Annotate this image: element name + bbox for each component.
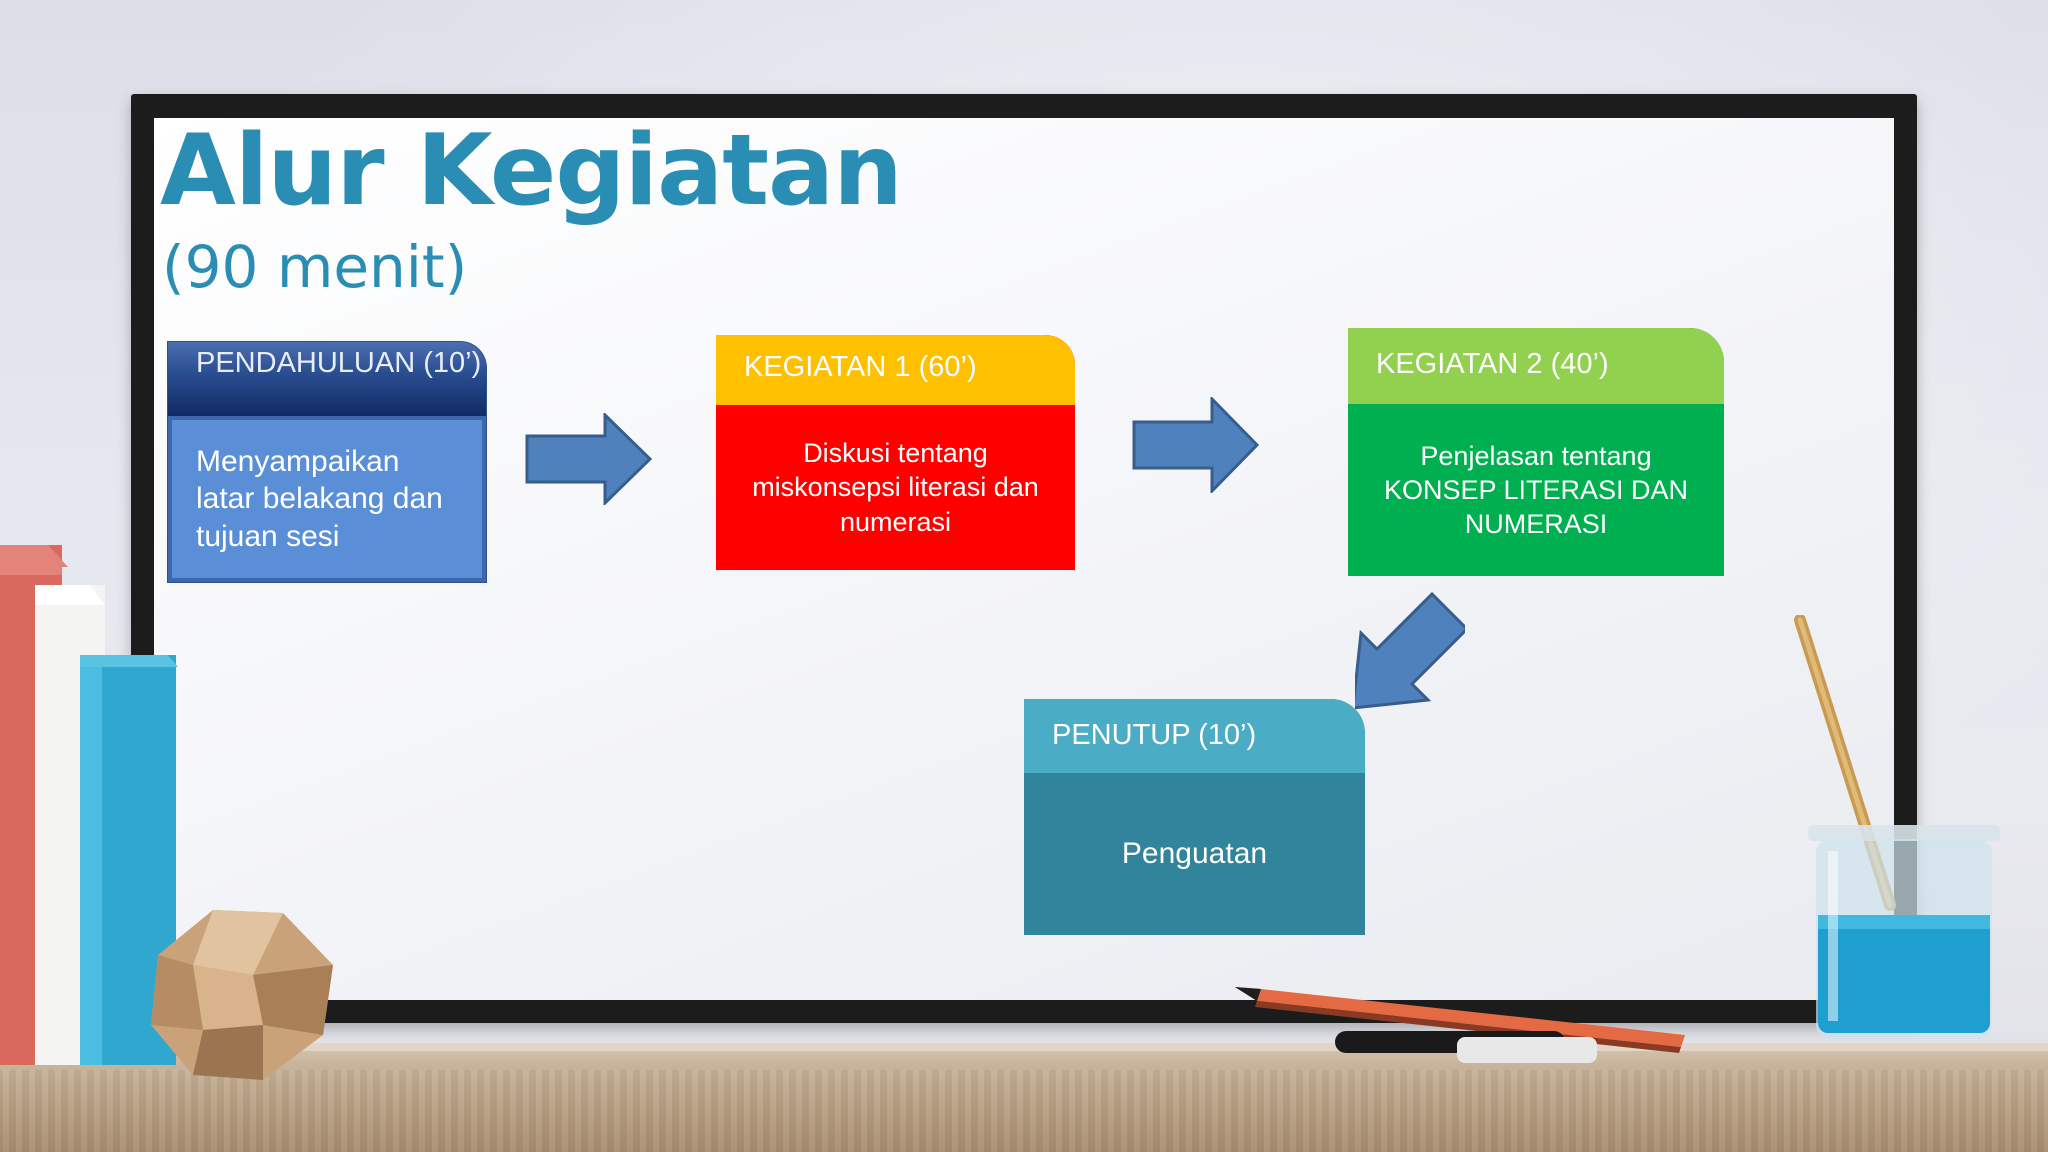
books-decoration	[0, 545, 178, 1065]
wooden-shelf	[0, 1043, 2048, 1152]
step-body-kegiatan-1: Diskusi tentang miskonsepsi literasi dan…	[716, 405, 1075, 570]
step-text-kegiatan-1: Diskusi tentang miskonsepsi literasi dan…	[752, 438, 1039, 537]
page-title: Alur Kegiatan	[160, 114, 903, 228]
step-card-pendahuluan: PENDAHULUAN (10’) Menyampaikan latar bel…	[168, 342, 486, 582]
step-text-kegiatan-2: Penjelasan tentang KONSEP LITERASI DAN N…	[1383, 440, 1689, 539]
step-header-pendahuluan: PENDAHULUAN (10’)	[168, 342, 486, 416]
step-text-pendahuluan: Menyampaikan latar belakang dan tujuan s…	[196, 444, 443, 553]
step-card-penutup: PENUTUP (10’) Penguatan	[1024, 699, 1365, 935]
paint-jar-decoration	[1794, 615, 2000, 1039]
shelf-edge	[0, 1043, 2048, 1051]
step-card-kegiatan-1: KEGIATAN 1 (60’) Diskusi tentang miskons…	[716, 335, 1075, 570]
shelf-wood-grain	[0, 1070, 2048, 1152]
step-header-kegiatan-1: KEGIATAN 1 (60’)	[716, 335, 1075, 405]
step-body-kegiatan-2: Penjelasan tentang KONSEP LITERASI DAN N…	[1348, 404, 1724, 576]
arrow-right-icon	[1132, 397, 1260, 493]
step-text-penutup: Penguatan	[1121, 837, 1268, 870]
step-header-kegiatan-2: KEGIATAN 2 (40’)	[1348, 328, 1724, 404]
step-header-penutup: PENUTUP (10’)	[1024, 699, 1365, 773]
step-body-penutup: Penguatan	[1024, 773, 1365, 935]
step-card-kegiatan-2: KEGIATAN 2 (40’) Penjelasan tentang KONS…	[1348, 328, 1724, 576]
step-body-pendahuluan: Menyampaikan latar belakang dan tujuan s…	[172, 420, 482, 578]
geometric-ornament	[151, 910, 333, 1080]
arrow-down-left-icon	[1355, 592, 1465, 710]
pencil-and-eraser-decoration	[1235, 987, 1685, 1063]
arrow-right-icon	[525, 413, 653, 505]
page-subtitle: (90 menit)	[162, 233, 468, 301]
